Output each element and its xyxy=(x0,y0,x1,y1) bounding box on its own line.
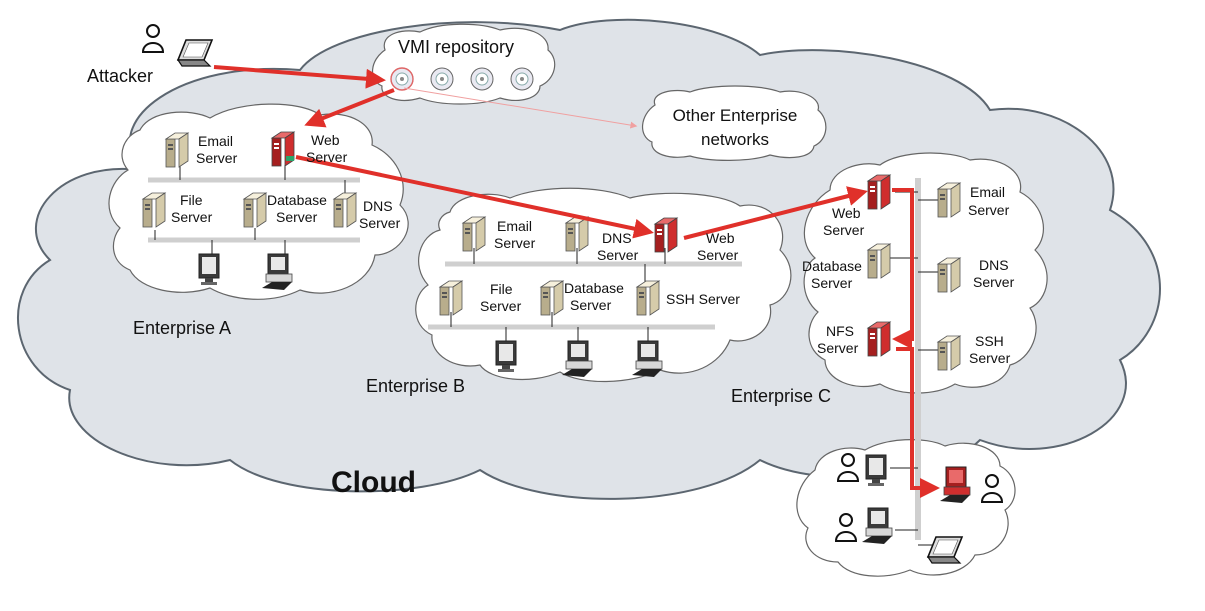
attack-arrow-nfs-to-user xyxy=(896,347,940,498)
attacker-person-icon xyxy=(142,24,164,53)
dns-server-b-label-line1: DNS xyxy=(602,230,632,246)
web-server-a-badge-icon xyxy=(286,156,294,161)
ssh-server-c-label-line2: Server xyxy=(969,350,1011,366)
web-server-a-label-line2: Server xyxy=(306,149,348,165)
attack-arrow-attacker-to-vmi xyxy=(213,65,386,89)
other-networks-label-line2: networks xyxy=(701,130,769,149)
database-server-c-label-line2: Server xyxy=(811,275,853,291)
ssh-server-b-label: SSH Server xyxy=(666,291,740,307)
vmi-repository-cloud xyxy=(372,23,556,105)
email-server-b-label-line1: Email xyxy=(497,218,532,234)
database-server-c-label-line1: Database xyxy=(802,258,862,274)
users-cloud xyxy=(796,439,1016,577)
arrow-vmi-to-other-networks xyxy=(403,87,638,129)
file-server-a-label-line2: Server xyxy=(171,209,213,225)
email-server-c-label-line2: Server xyxy=(968,202,1010,218)
enterprise-c-label: Enterprise C xyxy=(731,386,831,406)
dns-server-a-label-line1: DNS xyxy=(363,198,393,214)
attack-arrow-web-a-to-web-b xyxy=(295,155,654,239)
dns-server-b-label-line2: Server xyxy=(597,247,639,263)
nfs-server-c-label-line1: NFS xyxy=(826,323,854,339)
attack-paths xyxy=(213,65,940,498)
vmi-disc-icon xyxy=(510,67,534,91)
lan-bars xyxy=(148,177,921,540)
user-pc-compromised-icon xyxy=(940,466,971,503)
database-server-a-label-line1: Database xyxy=(267,192,327,208)
web-server-c-label-line2: Server xyxy=(823,222,865,238)
email-server-c-label-line1: Email xyxy=(970,184,1005,200)
web-server-a-label-line1: Web xyxy=(311,132,340,148)
attack-arrow-vmi-to-web-a xyxy=(304,88,395,128)
cloud-title: Cloud xyxy=(331,466,416,499)
database-server-b-label-line1: Database xyxy=(564,280,624,296)
database-server-b-label-line2: Server xyxy=(570,297,612,313)
attack-arrow-web-b-to-web-c xyxy=(683,186,868,240)
dns-server-a-label-line2: Server xyxy=(359,215,401,231)
file-server-a-label-line1: File xyxy=(180,192,203,208)
dns-server-c-label-line2: Server xyxy=(973,274,1015,290)
email-server-a-label-line2: Server xyxy=(196,150,238,166)
email-server-a-label-line1: Email xyxy=(198,133,233,149)
vmi-repository-label: VMI repository xyxy=(398,37,514,57)
web-server-c-label-line1: Web xyxy=(832,205,861,221)
enterprise-c-cloud xyxy=(803,152,1048,394)
other-networks-label-line1: Other Enterprise xyxy=(673,106,798,125)
database-server-a-label-line2: Server xyxy=(276,209,318,225)
ssh-server-c-label-line1: SSH xyxy=(975,333,1004,349)
web-server-b-label-line1: Web xyxy=(706,230,735,246)
attacker-label: Attacker xyxy=(87,66,153,86)
file-server-b-label-line1: File xyxy=(490,281,513,297)
vmi-disc-icon xyxy=(430,67,454,91)
dns-server-c-label-line1: DNS xyxy=(979,257,1009,273)
other-networks-cloud xyxy=(642,85,827,161)
email-server-b-label-line2: Server xyxy=(494,235,536,251)
nfs-server-c-label-line2: Server xyxy=(817,340,859,356)
attacker-laptop-icon xyxy=(177,39,213,67)
vmi-disc-icon xyxy=(470,67,494,91)
enterprise-a-label: Enterprise A xyxy=(133,318,231,338)
enterprise-b-label: Enterprise B xyxy=(366,376,465,396)
attack-arrow-web-c-to-nfs xyxy=(892,188,914,349)
file-server-b-label-line2: Server xyxy=(480,298,522,314)
web-server-b-label-line2: Server xyxy=(697,247,739,263)
